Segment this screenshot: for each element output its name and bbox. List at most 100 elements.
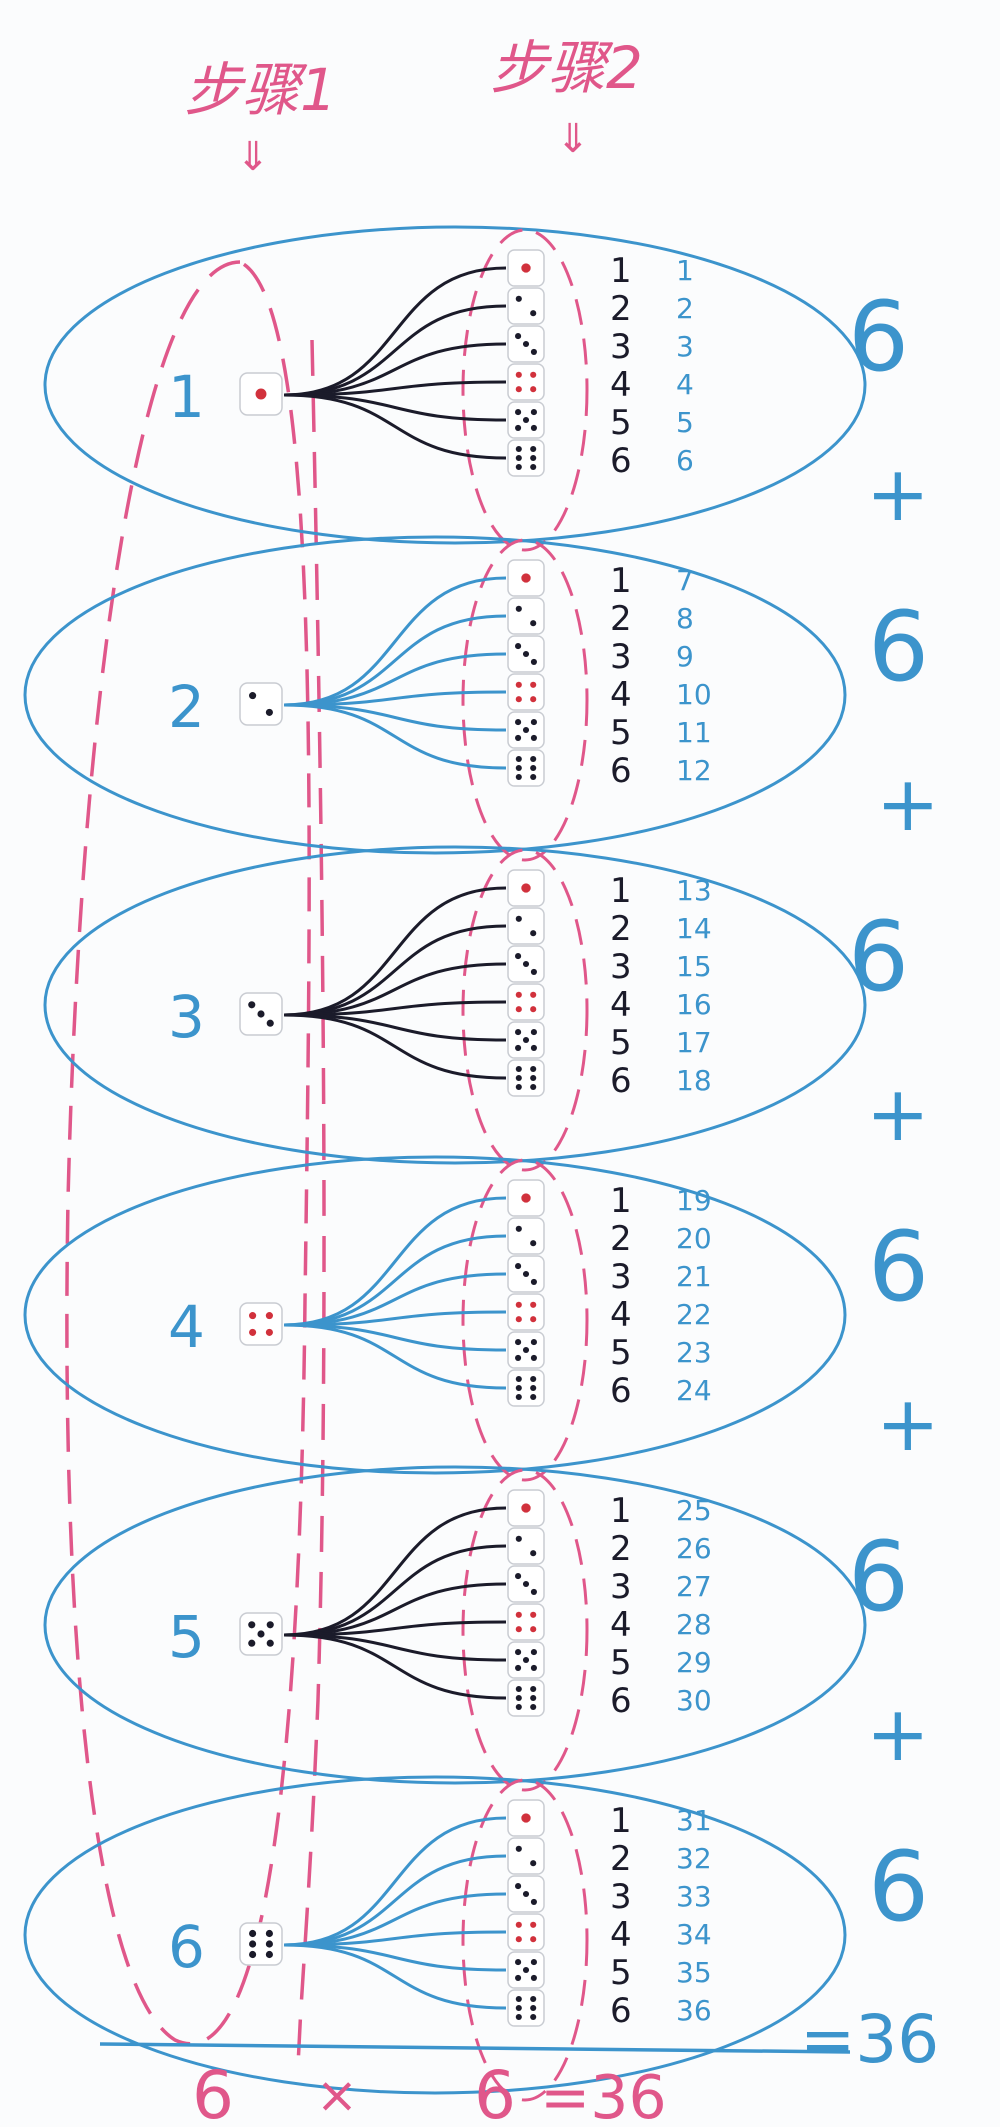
die-face <box>507 673 545 711</box>
die-pip <box>515 1995 522 2003</box>
first-die <box>239 1302 283 1346</box>
die-pip <box>530 445 537 453</box>
second-die <box>507 1369 545 1407</box>
die-pip <box>530 1550 537 1557</box>
second-die-label: 5 <box>610 713 632 753</box>
second-die <box>507 1059 545 1097</box>
die-pip <box>515 445 522 453</box>
second-die-label: 2 <box>610 289 632 329</box>
die-pip <box>249 1940 257 1948</box>
second-die <box>507 1179 545 1217</box>
die-pip <box>515 991 522 998</box>
die-pip <box>248 1639 256 1647</box>
die-pip <box>515 1393 522 1401</box>
die-pip <box>265 708 273 716</box>
die-pip <box>530 1044 537 1051</box>
second-die <box>507 1799 545 1837</box>
die-pip <box>249 1929 257 1938</box>
die-pip <box>515 1044 522 1051</box>
die-pip <box>515 755 522 763</box>
second-die-label: 3 <box>610 327 632 367</box>
second-die-label: 5 <box>610 1333 632 1373</box>
die-pip <box>521 263 531 273</box>
die-face <box>239 682 283 726</box>
second-die-label: 1 <box>610 561 632 601</box>
branch-line <box>283 1930 507 1947</box>
second-die-label: 6 <box>610 1371 632 1411</box>
branch-line <box>283 1633 507 1662</box>
die-pip <box>515 643 522 650</box>
outcome-count: 5 <box>676 406 694 439</box>
die-pip <box>257 1010 265 1018</box>
die-pip <box>515 1573 522 1580</box>
outcome-count: 3 <box>676 330 694 363</box>
die-pip <box>515 764 522 772</box>
branch-outline <box>43 845 867 1165</box>
second-die-label: 4 <box>610 1295 632 1335</box>
die-pip <box>530 1384 537 1392</box>
die-pip <box>530 1065 537 1073</box>
outcome-count: 28 <box>676 1608 712 1641</box>
die-pip <box>515 915 522 922</box>
die-face <box>507 363 545 401</box>
second-die <box>507 1837 545 1875</box>
die-pip <box>530 348 537 355</box>
die-face <box>239 1302 283 1346</box>
die-pip <box>530 1995 537 2003</box>
die-pip <box>530 1588 537 1595</box>
branch-outline <box>23 1775 847 2095</box>
die-pip <box>515 1626 522 1633</box>
die-pip <box>515 1375 522 1383</box>
die-pip <box>530 1921 537 1928</box>
second-die <box>507 907 545 945</box>
second-die <box>507 1255 545 1293</box>
outcome-count: 8 <box>676 602 694 635</box>
die-face <box>507 1989 545 2027</box>
bottom-underline <box>99 2042 851 2054</box>
die-pip <box>515 1263 522 1270</box>
partial-count: 6 <box>848 1521 909 1633</box>
outcome-count: 27 <box>676 1570 712 1603</box>
second-die <box>507 869 545 907</box>
branch-line <box>283 1000 507 1017</box>
die-pip <box>530 409 537 416</box>
die-pip <box>521 573 531 583</box>
first-die-label: 3 <box>168 983 205 1051</box>
branch-line <box>283 266 507 397</box>
second-die-label: 2 <box>610 1529 632 1569</box>
die-pip <box>515 1339 522 1346</box>
die-pip <box>515 1065 522 1073</box>
die-pip <box>521 1193 531 1203</box>
outcome-count: 15 <box>676 950 712 983</box>
branch-line <box>283 1234 507 1327</box>
outcome-count: 32 <box>676 1842 712 1875</box>
branch-line <box>283 1582 507 1637</box>
second-die-label: 3 <box>610 1877 632 1917</box>
die-pip <box>530 1354 537 1361</box>
second-die <box>507 1913 545 1951</box>
step1-dashed-outline <box>65 260 311 2046</box>
branch-line <box>283 380 507 397</box>
outcome-count: 25 <box>676 1494 712 1527</box>
die-pip <box>248 1621 256 1629</box>
second-die-label: 2 <box>610 909 632 949</box>
second-die-label: 6 <box>610 1991 632 2031</box>
die-pip <box>530 463 537 471</box>
outcome-count: 11 <box>676 716 712 749</box>
outcome-count: 26 <box>676 1532 712 1565</box>
second-die <box>507 1875 545 1913</box>
die-pip <box>265 1940 273 1948</box>
die-pip <box>530 1959 537 1966</box>
plus-sign: + <box>876 1379 940 1468</box>
second-die-label: 3 <box>610 1257 632 1297</box>
die-pip <box>530 1301 537 1308</box>
second-die <box>507 1951 545 1989</box>
first-die-label: 1 <box>168 363 205 431</box>
step2-dashed-outline <box>461 1778 589 2102</box>
die-pip <box>530 424 537 431</box>
outcome-count: 10 <box>676 678 712 711</box>
second-die-label: 4 <box>610 985 632 1025</box>
outcome-count: 30 <box>676 1684 712 1717</box>
die-face <box>507 597 545 635</box>
